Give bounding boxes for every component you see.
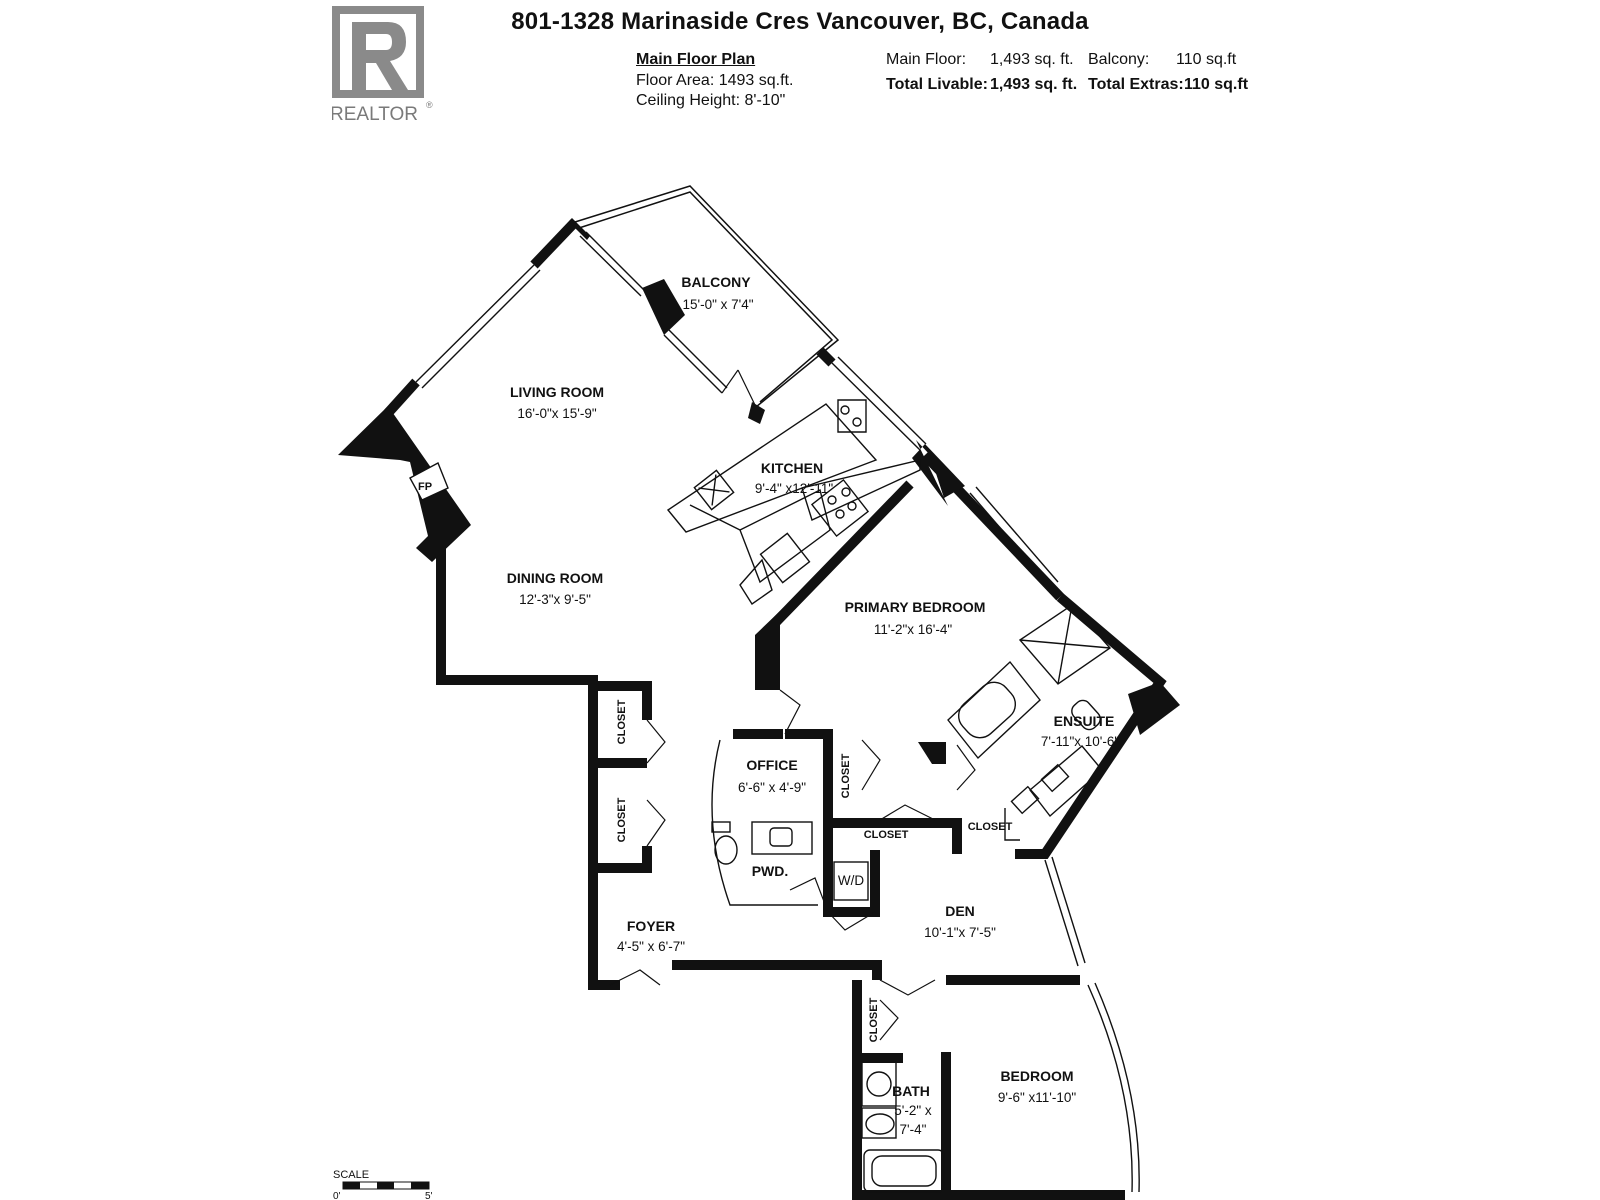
- total-livable-value: 1,493 sq. ft.: [990, 76, 1078, 93]
- walls: [384, 218, 1167, 1200]
- closet-label-2: CLOSET: [616, 797, 628, 842]
- closet-label-5: CLOSET: [968, 821, 1013, 833]
- kitchen-counters: [666, 399, 921, 605]
- bath-dim-1: 5'-2" x: [894, 1103, 932, 1118]
- closet-label-3: CLOSET: [840, 753, 852, 798]
- scale-label: SCALE: [333, 1169, 369, 1181]
- bath-fixtures: [861, 1061, 945, 1193]
- floor-area: Floor Area: 1493 sq.ft.: [636, 72, 794, 89]
- balcony-outline: [574, 185, 840, 408]
- pwd-fixtures: [711, 739, 869, 906]
- main-floor-label: Main Floor:: [886, 51, 967, 68]
- listing-address-title: 801-1328 Marinaside Cres Vancouver, BC, …: [511, 8, 1089, 35]
- realtor-wordmark: REALTOR: [332, 104, 418, 124]
- door-swings: [609, 369, 976, 1041]
- ceiling-height: Ceiling Height: 8'-10": [636, 92, 786, 109]
- foyer-dim: 4'-5" x 6'-7": [617, 939, 685, 954]
- svg-text:®: ®: [426, 100, 433, 110]
- washer-dryer-label: W/D: [838, 873, 864, 888]
- realtor-logo: REALTOR ®: [332, 6, 433, 124]
- office-dim: 6'-6" x 4'-9": [738, 780, 806, 795]
- total-livable-label: Total Livable:: [886, 76, 988, 93]
- den-dim: 10'-1"x 7'-5": [924, 925, 996, 940]
- total-extras-label: Total Extras:: [1088, 76, 1184, 93]
- dining-room-dim: 12'-3"x 9'-5": [519, 592, 591, 607]
- total-extras-value: 110 sq.ft: [1184, 76, 1249, 93]
- closet-label-4: CLOSET: [864, 829, 909, 841]
- closet-label-1: CLOSET: [616, 699, 628, 744]
- closet-label-6: CLOSET: [868, 997, 880, 1042]
- den-name: DEN: [945, 903, 975, 919]
- windows: [415, 231, 1140, 1193]
- main-floor-value: 1,493 sq. ft.: [990, 51, 1074, 68]
- kitchen-name: KITCHEN: [761, 460, 823, 476]
- pwd-name: PWD.: [752, 863, 789, 879]
- scale-start: 0': [333, 1191, 341, 1200]
- primary-bedroom-name: PRIMARY BEDROOM: [845, 599, 986, 615]
- ensuite-dim: 7'-11"x 10'-6": [1041, 734, 1119, 749]
- living-room-name: LIVING ROOM: [510, 384, 604, 400]
- scale-bar: SCALE 0' 5': [333, 1169, 433, 1200]
- primary-bedroom-dim: 11'-2"x 16'-4": [874, 622, 952, 637]
- balcony-name: BALCONY: [681, 274, 751, 290]
- dining-room-name: DINING ROOM: [507, 570, 603, 586]
- ensuite-name: ENSUITE: [1054, 713, 1115, 729]
- bedroom-name: BEDROOM: [1000, 1068, 1073, 1084]
- office-name: OFFICE: [746, 757, 797, 773]
- living-room-dim: 16'-0"x 15'-9": [517, 406, 596, 421]
- plan-title: Main Floor Plan: [636, 51, 756, 68]
- room-labels: BALCONY 15'-0" x 7'4" LIVING ROOM 16'-0"…: [507, 274, 1120, 1137]
- balcony-dim: 15'-0" x 7'4": [682, 297, 753, 312]
- kitchen-dim: 9'-4" x12'-11": [755, 481, 833, 496]
- scale-end: 5': [425, 1191, 433, 1200]
- fp-label: FP: [418, 481, 432, 493]
- balcony-value: 110 sq.ft: [1176, 51, 1237, 68]
- wall-masses: [338, 218, 1180, 764]
- closet-labels: W/D CLOSET CLOSET CLOSET CLOSET CLOSET C…: [616, 699, 1013, 1042]
- bedroom-dim: 9'-6" x11'-10": [998, 1090, 1076, 1105]
- fireplace: FP: [409, 462, 449, 501]
- foyer-name: FOYER: [627, 918, 675, 934]
- bath-dim-2: 7'-4": [900, 1122, 927, 1137]
- bath-name: BATH: [892, 1083, 930, 1099]
- balcony-label: Balcony:: [1088, 51, 1150, 68]
- ensuite-fixtures: [947, 604, 1112, 841]
